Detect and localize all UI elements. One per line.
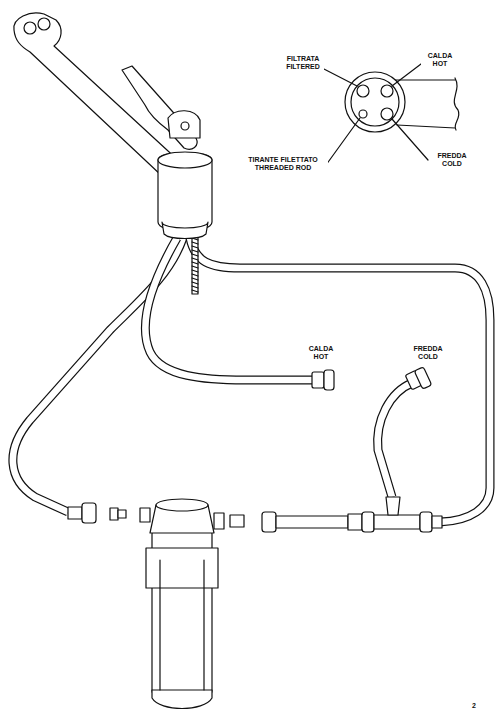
hot-fitting <box>312 372 324 388</box>
threaded-rod-port <box>359 110 367 118</box>
part-label: FREDDA COLD <box>430 152 474 168</box>
thread-stroke <box>192 266 198 268</box>
thread-stroke <box>192 250 198 252</box>
adapter <box>110 508 118 520</box>
spout-button <box>24 22 36 34</box>
thread-stroke <box>192 282 198 284</box>
thread-stroke <box>192 254 198 256</box>
inlet-nut <box>82 503 96 523</box>
hose-ferrule <box>68 507 82 519</box>
hose-hot <box>145 238 312 380</box>
hose-inner <box>145 238 312 380</box>
leader-line <box>392 64 421 86</box>
leader-line <box>322 68 357 86</box>
hose-filtered-return <box>190 238 490 522</box>
tee-nut <box>362 512 374 532</box>
tee-body <box>374 515 420 529</box>
filter-inlet <box>140 508 150 522</box>
connecting-pipe <box>276 516 348 528</box>
thread-stroke <box>192 278 198 280</box>
part-label: CALDA HOT <box>302 345 340 361</box>
thread-stroke <box>192 286 198 288</box>
part-label: FREDDA COLD <box>406 345 450 361</box>
thread-stroke <box>192 242 198 244</box>
leader-line <box>392 119 428 160</box>
wall-bracket <box>146 548 218 588</box>
tee-branch <box>386 497 400 515</box>
faucet-body <box>158 153 212 232</box>
filter-outlet <box>214 513 224 529</box>
part-label: CALDA HOT <box>421 52 459 68</box>
hose-ferrule <box>432 516 442 528</box>
part-label: TIRANTE FILETTATO THREADED ROD <box>238 156 328 172</box>
filter-head-top <box>156 499 208 511</box>
spout-button <box>38 18 50 30</box>
pipe-fitting <box>348 514 362 530</box>
filtered-port <box>357 85 369 97</box>
thread-stroke <box>192 262 198 264</box>
hot-port <box>381 85 393 97</box>
hose-outline <box>145 238 312 380</box>
hot-nut <box>324 370 334 390</box>
leader-line <box>326 118 360 165</box>
hose-cold <box>378 383 412 497</box>
faucet-body-top <box>158 152 212 168</box>
thread-stroke <box>192 290 198 292</box>
hose-outline <box>190 238 490 522</box>
pipe-nut <box>262 512 276 532</box>
part-label: FILTRATA FILTERED <box>282 55 324 71</box>
adapter <box>230 515 244 527</box>
hose-inner <box>190 238 490 522</box>
lever-cap <box>168 111 200 138</box>
tee-nut <box>420 512 432 532</box>
rod-threads <box>192 238 198 292</box>
filter-bottom <box>152 690 212 709</box>
cold-port <box>381 108 393 120</box>
threaded-rod <box>192 234 198 294</box>
page-number: 2 <box>466 702 482 710</box>
hose-inner <box>378 383 412 497</box>
cartridge-shading <box>160 560 204 690</box>
thread-stroke <box>192 258 198 260</box>
cold-nut <box>414 367 432 389</box>
lever-pivot <box>181 122 189 130</box>
thread-stroke <box>192 246 198 248</box>
adapter-stem <box>118 510 126 518</box>
faucet-base <box>162 222 208 239</box>
thread-stroke <box>192 274 198 276</box>
thread-stroke <box>192 270 198 272</box>
hose-outline <box>378 383 412 497</box>
